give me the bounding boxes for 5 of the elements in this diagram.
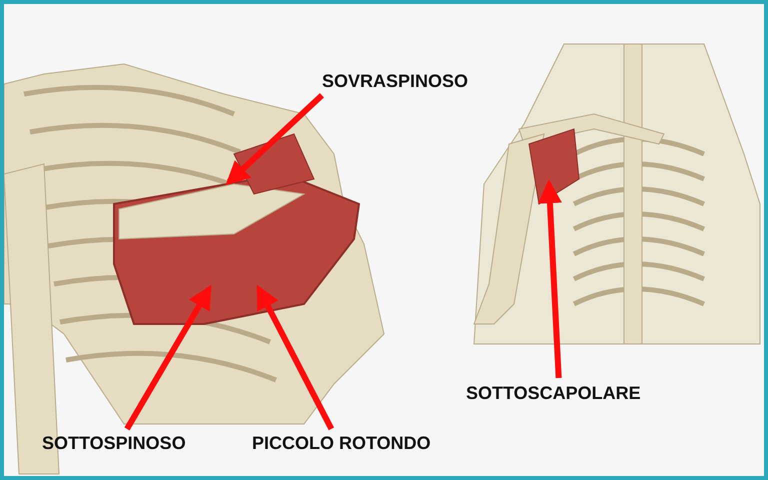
arrow <box>538 179 562 378</box>
muscle-label: PICCOLO ROTONDO <box>252 432 431 454</box>
muscle-label: SOTTOSCAPOLARE <box>466 382 641 404</box>
muscle-label: SOVRASPINOSO <box>322 70 468 92</box>
muscle-label: SOTTOSPINOSO <box>42 432 186 454</box>
